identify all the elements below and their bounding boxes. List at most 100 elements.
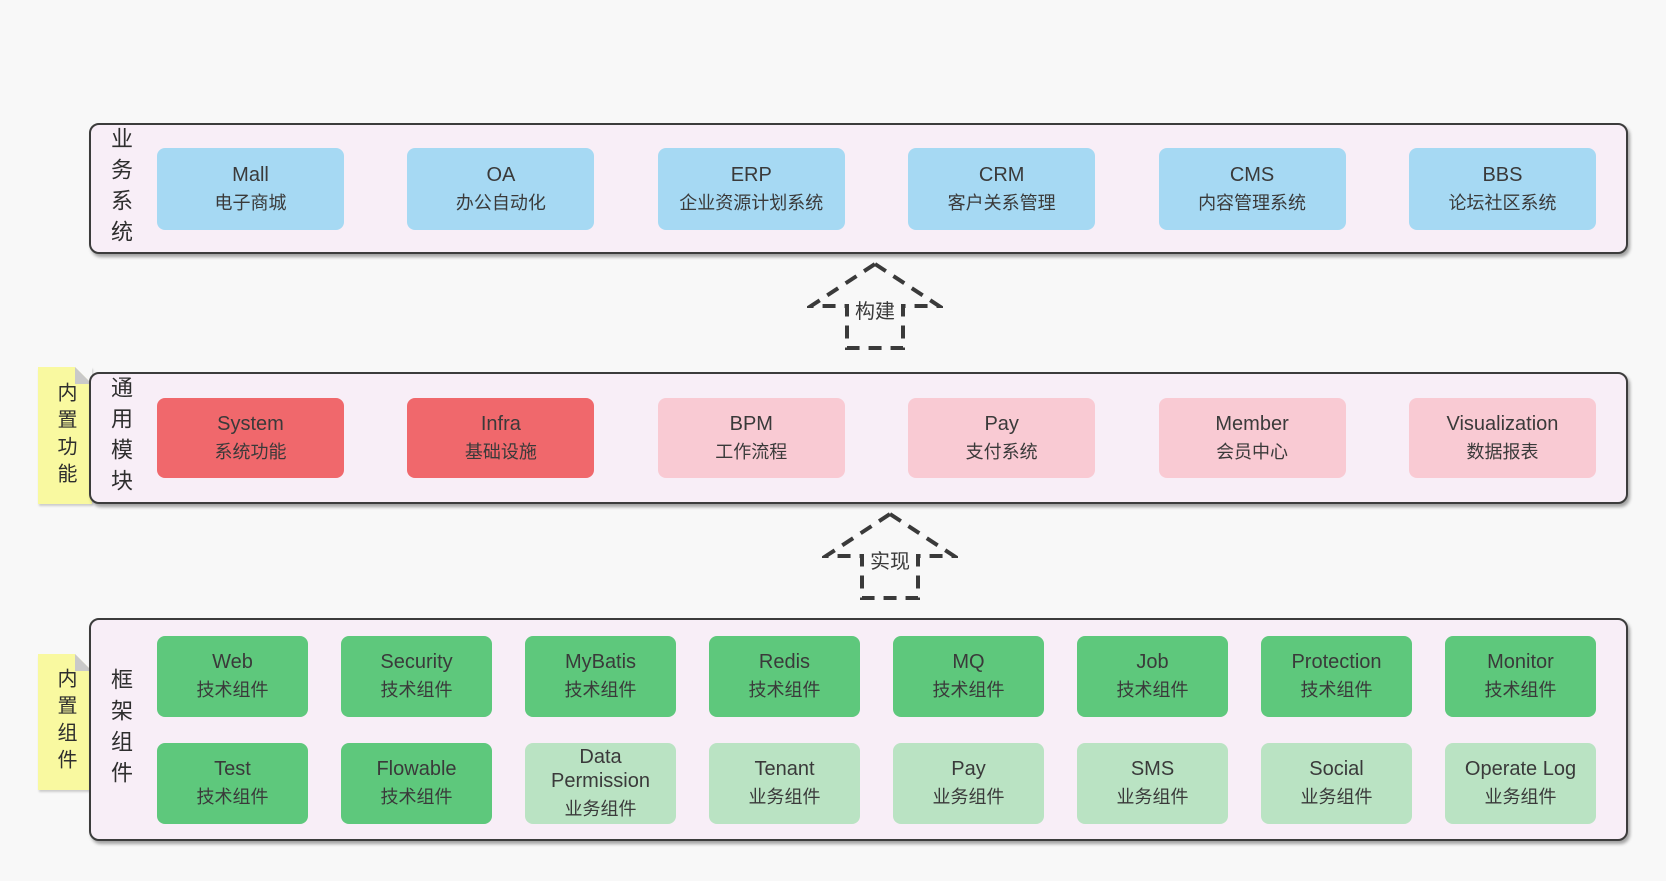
folded-corner-icon — [75, 367, 92, 384]
box-erp: ERP 企业资源计划系统 — [657, 147, 845, 230]
box-subtitle: 技术组件 — [196, 680, 269, 701]
box-title: Data Permission — [551, 746, 650, 793]
box-title: BPM — [729, 413, 773, 436]
box-subtitle: 技术组件 — [564, 680, 637, 701]
box-subtitle: 业务组件 — [1116, 787, 1189, 808]
components-row-2: Test 技术组件 Flowable 技术组件 Data Permission … — [157, 742, 1596, 824]
box-title: Job — [1136, 651, 1169, 674]
box-subtitle: 技术组件 — [380, 680, 453, 701]
business-boxes-row: Mall 电子商城 OA 办公自动化 ERP 企业资源计划系统 CRM 客户关系… — [131, 147, 1626, 230]
box-redis: Redis 技术组件 — [709, 635, 860, 717]
box-subtitle: 技术组件 — [380, 787, 453, 808]
box-job: Job 技术组件 — [1077, 635, 1228, 717]
built-in-components-note: 内置组件 — [38, 654, 92, 790]
box-subtitle: 基础设施 — [464, 442, 537, 463]
box-subtitle: 技术组件 — [196, 787, 269, 808]
box-pay-component: Pay 业务组件 — [893, 742, 1044, 824]
components-rows: Web 技术组件 Security 技术组件 MyBatis 技术组件 Redi… — [131, 635, 1626, 824]
box-title: Member — [1215, 413, 1289, 436]
box-data-permission: Data Permission 业务组件 — [525, 742, 676, 824]
box-subtitle: 业务组件 — [1484, 787, 1557, 808]
box-title: Security — [380, 651, 453, 674]
box-bbs: BBS 论坛社区系统 — [1408, 147, 1596, 230]
build-arrow: 构建 — [807, 260, 943, 352]
box-test: Test 技术组件 — [157, 742, 308, 824]
box-subtitle: 办公自动化 — [455, 192, 546, 213]
box-title: Operate Log — [1464, 758, 1577, 781]
box-bpm: BPM 工作流程 — [657, 398, 845, 478]
box-subtitle: 客户关系管理 — [947, 192, 1056, 213]
box-title: Mall — [232, 163, 269, 186]
box-subtitle: 工作流程 — [715, 442, 788, 463]
box-mall: Mall 电子商城 — [157, 147, 344, 230]
box-title: SMS — [1130, 758, 1175, 781]
box-subtitle: 技术组件 — [932, 680, 1005, 701]
box-title: Flowable — [376, 758, 457, 781]
box-title: System — [217, 413, 284, 436]
box-subtitle: 电子商城 — [214, 192, 287, 213]
business-systems-layer: 业务系统 Mall 电子商城 OA 办公自动化 ERP 企业资源计划系统 CRM… — [89, 123, 1628, 254]
box-oa: OA 办公自动化 — [407, 147, 595, 230]
modules-side-label: 通用模块 — [108, 376, 133, 500]
box-title: Tenant — [754, 758, 815, 781]
box-title: MyBatis — [564, 651, 637, 674]
box-sms: SMS 业务组件 — [1077, 742, 1228, 824]
components-side-label: 框架组件 — [108, 667, 133, 792]
box-subtitle: 支付系统 — [965, 442, 1038, 463]
box-subtitle: 企业资源计划系统 — [679, 192, 824, 213]
box-infra: Infra 基础设施 — [407, 398, 595, 478]
box-protection: Protection 技术组件 — [1261, 635, 1412, 717]
box-subtitle: 技术组件 — [1484, 680, 1557, 701]
box-cms: CMS 内容管理系统 — [1158, 147, 1346, 230]
box-web: Web 技术组件 — [157, 635, 308, 717]
box-subtitle: 技术组件 — [1116, 680, 1189, 701]
box-subtitle: 数据报表 — [1466, 442, 1539, 463]
box-title: Pay — [951, 758, 986, 781]
dashed-up-arrow-icon — [822, 511, 958, 600]
box-subtitle: 技术组件 — [1300, 680, 1373, 701]
business-side-label: 业务系统 — [108, 126, 133, 251]
box-title: OA — [486, 163, 516, 186]
box-subtitle: 业务组件 — [564, 799, 637, 820]
box-system: System 系统功能 — [157, 398, 344, 478]
box-title: CRM — [978, 163, 1025, 186]
folded-corner-icon — [75, 654, 92, 671]
box-title: Redis — [758, 651, 811, 674]
build-arrow-label: 构建 — [851, 294, 899, 325]
dashed-up-arrow-icon — [807, 261, 943, 350]
box-subtitle: 业务组件 — [1300, 787, 1373, 808]
box-title: Protection — [1291, 651, 1382, 674]
box-social: Social 业务组件 — [1261, 742, 1412, 824]
framework-components-layer: 框架组件 Web 技术组件 Security 技术组件 MyBatis 技术组件… — [89, 618, 1628, 841]
box-title: BBS — [1482, 163, 1523, 186]
box-title: Social — [1309, 758, 1364, 781]
box-subtitle: 会员中心 — [1216, 442, 1289, 463]
box-title: Monitor — [1487, 651, 1554, 674]
box-title: MQ — [952, 651, 985, 674]
box-title: Test — [214, 758, 251, 781]
box-flowable: Flowable 技术组件 — [341, 742, 492, 824]
box-mq: MQ 技术组件 — [893, 635, 1044, 717]
box-subtitle: 系统功能 — [214, 442, 287, 463]
box-subtitle: 内容管理系统 — [1198, 192, 1307, 213]
box-subtitle: 业务组件 — [748, 787, 821, 808]
modules-boxes-row: System 系统功能 Infra 基础设施 BPM 工作流程 Pay 支付系统… — [131, 398, 1626, 478]
box-tenant: Tenant 业务组件 — [709, 742, 860, 824]
box-member: Member 会员中心 — [1158, 398, 1346, 478]
common-modules-layer: 通用模块 System 系统功能 Infra 基础设施 BPM 工作流程 Pay… — [89, 372, 1628, 504]
box-title: Pay — [984, 413, 1019, 436]
note-label: 内置功能 — [54, 381, 76, 490]
box-pay-system: Pay 支付系统 — [908, 398, 1096, 478]
box-subtitle: 技术组件 — [748, 680, 821, 701]
implement-arrow: 实现 — [822, 510, 958, 602]
built-in-features-note: 内置功能 — [38, 367, 92, 504]
box-visualization: Visualization 数据报表 — [1408, 398, 1596, 478]
box-title: ERP — [730, 163, 772, 186]
box-security: Security 技术组件 — [341, 635, 492, 717]
box-mybatis: MyBatis 技术组件 — [525, 635, 676, 717]
box-title: Visualization — [1446, 413, 1559, 436]
box-subtitle: 论坛社区系统 — [1448, 192, 1557, 213]
box-operate-log: Operate Log 业务组件 — [1445, 742, 1596, 824]
box-title: CMS — [1229, 163, 1275, 186]
